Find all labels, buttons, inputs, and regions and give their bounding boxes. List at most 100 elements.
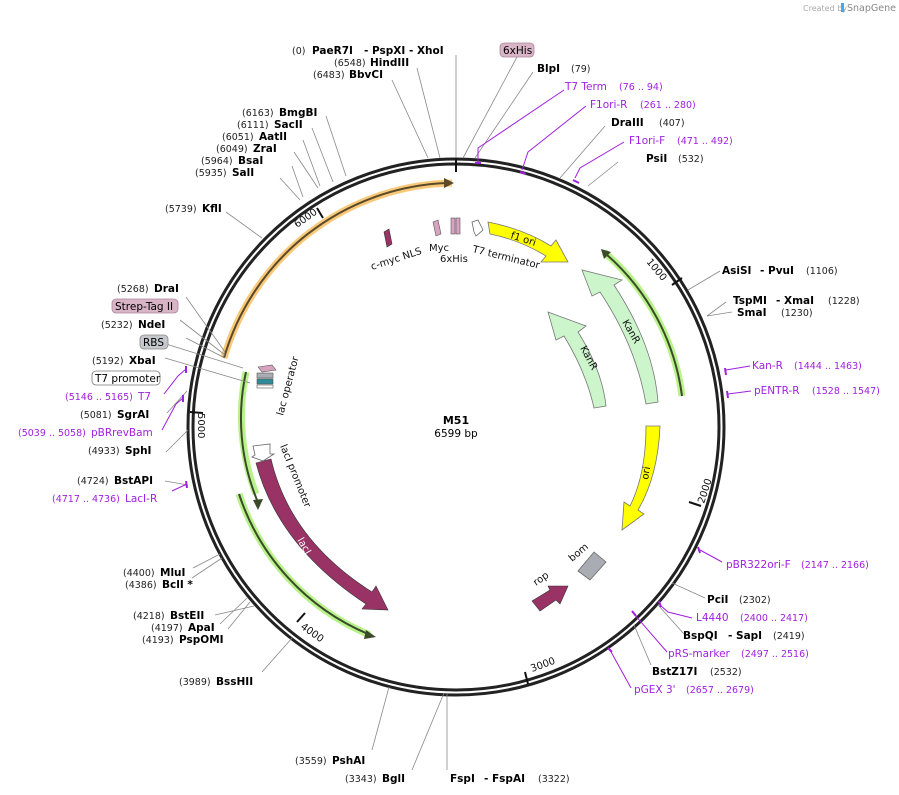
- primer-f1ori-r[interactable]: F1ori-R (261 .. 280): [590, 99, 696, 111]
- feature-rop[interactable]: rop: [531, 570, 569, 612]
- enzyme-pos: (5192): [92, 356, 124, 367]
- enzyme-bsteii[interactable]: (4218) BstEII: [133, 610, 204, 622]
- enzyme-drai[interactable]: (5268) DraI: [117, 283, 179, 295]
- enzyme-name: PspOMI: [179, 634, 224, 646]
- boxed-feature-rbs[interactable]: RBS: [139, 334, 169, 350]
- primer-name: Kan-R: [752, 360, 783, 372]
- enzyme-name: DraI: [154, 283, 179, 295]
- enzyme-bstz17i[interactable]: BstZ17I (2532): [652, 666, 742, 678]
- feature-c-myc-nls[interactable]: c-myc NLS: [370, 228, 424, 273]
- primer-range: (261 .. 280): [640, 100, 696, 111]
- orf-green-left-outer[interactable]: [237, 371, 263, 510]
- enzyme-mlui[interactable]: (4400) MluI: [123, 567, 185, 579]
- primer-l4440[interactable]: L4440 (2400 .. 2417): [696, 612, 808, 624]
- primer-kan-r[interactable]: Kan-R (1444 .. 1463): [752, 360, 862, 372]
- enzyme-name: BspQI: [683, 630, 718, 642]
- enzyme-bcli[interactable]: (4386) BclI *: [125, 579, 193, 591]
- enzyme-pos: (3559): [295, 756, 327, 767]
- primer-prs-marker[interactable]: pRS-marker (2497 .. 2516): [668, 648, 809, 660]
- enzyme-name: DraIII: [611, 117, 644, 129]
- primer-pbrrevbam[interactable]: (5039 .. 5058) pBRrevBam: [18, 427, 153, 439]
- primer-t7-term[interactable]: T7 Term (76 .. 94): [564, 81, 663, 93]
- enzyme-ndei[interactable]: (5232) NdeI: [101, 319, 165, 331]
- enzyme-leader-lines: [164, 55, 733, 771]
- boxed-feature-6xhis[interactable]: 6xHis: [462, 42, 535, 159]
- enzyme-pspomi[interactable]: (4193) PspOMI: [142, 634, 224, 646]
- enzyme-apai[interactable]: (4197) ApaI: [151, 622, 215, 634]
- feature-6xhis[interactable]: 6xHis: [440, 217, 468, 265]
- enzyme-bsshii[interactable]: (3989) BssHII: [179, 676, 253, 688]
- feature-bom[interactable]: bom: [567, 542, 607, 581]
- myc-label: Myc: [429, 243, 449, 254]
- enzyme-bsai[interactable]: (5964) BsaI: [201, 155, 263, 167]
- primer-t7[interactable]: (5146 .. 5165) T7: [65, 391, 151, 403]
- boxed-feature-label: 6xHis: [503, 45, 532, 57]
- feature-ori[interactable]: ori: [621, 425, 661, 531]
- enzyme-sgrai[interactable]: (5081) SgrAI: [80, 409, 149, 421]
- enzyme-pos: (6163): [242, 108, 274, 119]
- primer-pbr322ori-f[interactable]: pBR322ori-F (2147 .. 2166): [726, 559, 869, 571]
- orf-green-right[interactable]: [601, 249, 686, 397]
- enzyme-name: KflI: [202, 203, 222, 215]
- enzyme-sali[interactable]: (5935) SalI: [195, 167, 254, 179]
- enzyme-bstapi[interactable]: (4724) BstAPI: [77, 475, 153, 487]
- enzyme-sphi[interactable]: (4933) SphI: [88, 445, 151, 457]
- enzyme-sacii[interactable]: (6111) SacII: [237, 119, 303, 131]
- primer-name: T7 Term: [564, 81, 607, 93]
- primer-name: pBRrevBam: [91, 427, 153, 439]
- primer-name: pRS-marker: [668, 648, 731, 660]
- enzyme-hindiii[interactable]: (6548) HindIII: [334, 57, 409, 69]
- snapgene-credit: Created by SnapGene: [803, 3, 896, 14]
- enzyme-zrai[interactable]: (6049) ZraI: [216, 143, 277, 155]
- enzyme-pos: (407): [659, 118, 685, 129]
- enzyme-fspi[interactable]: FspI - FspAI (3322): [450, 773, 570, 785]
- enzyme-name: BstZ17I: [652, 666, 697, 678]
- enzyme-name: AsiSI: [722, 265, 751, 277]
- enzyme-asisi[interactable]: AsiSI - PvuI (1106): [722, 265, 838, 277]
- enzyme-pos: (1106): [806, 266, 838, 277]
- enzyme-name: ApaI: [188, 622, 215, 634]
- enzyme-pcii[interactable]: PciI (2302): [707, 594, 771, 606]
- primer-laci-r[interactable]: (4717 .. 4736) LacI-R: [52, 493, 157, 505]
- backbone[interactable]: [186, 157, 726, 697]
- credit-brand: SnapGene: [847, 3, 896, 14]
- primer-pgex-3[interactable]: pGEX 3' (2657 .. 2679): [634, 684, 754, 696]
- enzyme-paer7i[interactable]: (0) PaeR7I - PspXI - XhoI: [292, 45, 444, 57]
- orf-orange[interactable]: [220, 178, 454, 359]
- primer-pentr-r[interactable]: pENTR-R (1528 .. 1547): [754, 385, 880, 397]
- enzyme-bspqi[interactable]: BspQI - SapI (2419): [683, 630, 805, 642]
- enzyme-pos: (1230): [781, 308, 813, 319]
- enzyme-name: BstEII: [170, 610, 204, 622]
- orf-green-left-inner[interactable]: [235, 492, 376, 639]
- enzyme-name: HindIII: [370, 57, 409, 69]
- enzyme-tspmi[interactable]: TspMI - XmaI (1228): [733, 295, 860, 307]
- enzyme-name: NdeI: [138, 319, 165, 331]
- enzyme-pos: (6548): [334, 58, 366, 69]
- enzyme-xbai[interactable]: (5192) XbaI: [92, 355, 156, 367]
- feature-kanr-inner[interactable]: KanR: [547, 311, 607, 409]
- enzyme-smai[interactable]: SmaI (1230): [737, 307, 813, 319]
- primer-f1ori-f[interactable]: F1ori-F (471 .. 492): [629, 135, 733, 147]
- enzyme-pshai[interactable]: (3559) PshAI: [295, 755, 365, 767]
- boxed-feature-t7-promoter[interactable]: T7 promoter: [91, 370, 161, 386]
- enzyme-bgli[interactable]: (3343) BglI: [345, 773, 405, 785]
- enzyme-aatii[interactable]: (6051) AatII: [222, 131, 287, 143]
- feature-laci[interactable]: lacI: [255, 458, 389, 611]
- enzyme-name: BclI *: [162, 579, 193, 591]
- enzyme-draiii[interactable]: DraIII (407): [611, 117, 685, 129]
- boxed-feature-label: RBS: [143, 337, 164, 349]
- enzyme-pos: (2302): [739, 595, 771, 606]
- primer-range: (5146 .. 5165): [65, 392, 133, 403]
- enzyme-bmgbi[interactable]: (6163) BmgBI: [242, 107, 317, 119]
- enzyme-blpi[interactable]: BlpI (79): [537, 63, 591, 75]
- primer-name: pGEX 3': [634, 684, 676, 696]
- enzyme-bbvci[interactable]: (6483) BbvCI: [313, 69, 383, 81]
- feature-myc[interactable]: Myc: [429, 219, 449, 254]
- primer-name: LacI-R: [125, 493, 157, 505]
- boxed-feature-strep-tag-ii[interactable]: Strep-Tag II: [111, 298, 179, 314]
- enzyme-name: BssHII: [216, 676, 253, 688]
- feature-lac-operator[interactable]: lac operator: [256, 355, 302, 417]
- enzyme-psii[interactable]: PsiI (532): [646, 153, 704, 165]
- enzyme-pos: (3343): [345, 774, 377, 785]
- enzyme-kfli[interactable]: (5739) KflI: [165, 203, 222, 215]
